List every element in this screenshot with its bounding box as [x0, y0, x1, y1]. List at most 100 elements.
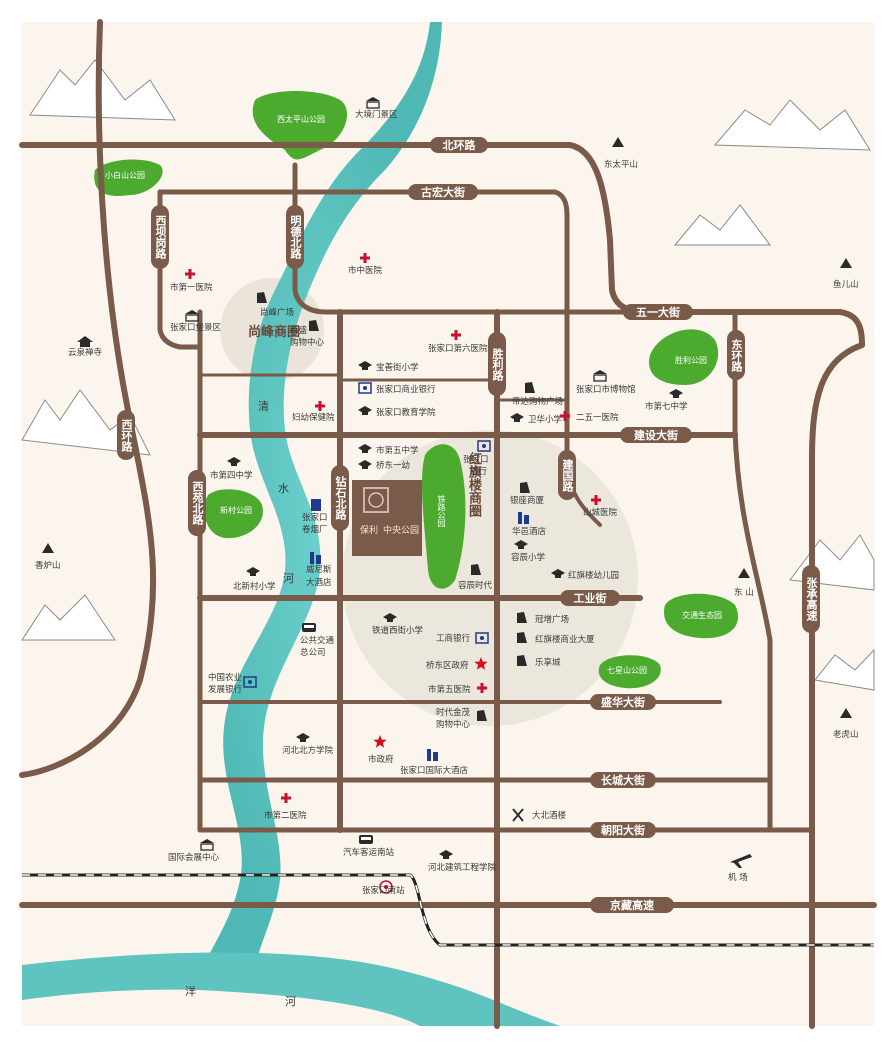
mountain-laohushan: 老虎山: [833, 729, 859, 740]
poi-label-yiyuan1: 市第一医院: [170, 282, 213, 293]
river-label-yang: 洋: [185, 984, 196, 998]
hospital-icon: [477, 683, 487, 693]
landmark-icon: [185, 310, 199, 322]
poi-label-jianzhu: 河北建筑工程学院: [428, 862, 497, 873]
poi-baoshan: 宝善街小学: [358, 361, 419, 373]
road-label-jingzang-text: 京藏高速: [610, 898, 654, 912]
poi-shidai2: 购物中心: [436, 719, 471, 730]
school-icon: [358, 444, 372, 453]
poi-weinisi2: 大酒店: [306, 577, 332, 588]
hospital-icon: [281, 793, 291, 803]
poi-label-zjkyh1: 张家口: [463, 454, 489, 465]
road-label-xiyuan: 西苑北路: [188, 470, 206, 536]
poi-dida: 帝达购物广场: [512, 382, 563, 407]
road-label-guhong: 古宏大街: [408, 184, 478, 200]
poi-tiexi: 铁道西街小学: [372, 613, 424, 636]
hotel-icon: [518, 512, 529, 524]
poi-label-shancheng: 山城医院: [583, 507, 618, 518]
road-label-xiba: 西坝岗路: [151, 205, 169, 269]
poi-label-qiaodongyiyou: 桥东一幼: [376, 460, 410, 471]
poi-label-guojidajd: 张家口国际大酒店: [400, 765, 469, 776]
school-icon: [296, 733, 310, 742]
restaurant-icon: [512, 808, 524, 822]
hospital-icon: [451, 330, 461, 340]
shopping-icon: [471, 564, 481, 575]
poi-label-weihua: 卫华小学: [528, 414, 563, 425]
road-label-mingde: 明德北路: [286, 205, 304, 269]
district-label-shangfeng: 尚峰商圈: [248, 324, 300, 340]
gov-icon: [474, 657, 488, 670]
shopping-icon: [517, 632, 527, 643]
poi-yiyuan1: 市第一医院: [170, 269, 213, 293]
poi-shangyeyh: 张家口商业银行: [358, 382, 436, 395]
poi-shancheng: 山城医院: [583, 495, 618, 518]
poi-gonggong1: 公共交通: [300, 623, 335, 646]
mountain-dongshan: 东 山: [734, 587, 754, 598]
poi-juanyan2: 卷烟厂: [302, 524, 328, 535]
poi-label-hebeibeifang: 河北北方学院: [282, 745, 334, 756]
poi-yunquan: 云泉禅寺: [68, 336, 103, 358]
road-label-jianguo: 建国路: [558, 450, 576, 500]
road-guhong: [157, 189, 570, 473]
poi-huizhan: 国际会展中心: [168, 839, 220, 863]
poi-jichang: 机 场: [728, 854, 752, 883]
poi-qiche: 汽车客运南站: [343, 835, 395, 858]
road-label-xihuan: 西环路: [117, 410, 135, 460]
poi-label-shangyeyh: 张家口商业银行: [376, 384, 436, 395]
road-label-jianshe-text: 建设大街: [634, 428, 678, 442]
poi-label-zjkyh2: 银行: [470, 466, 488, 477]
district-label-hongqilou: 红旗楼商圈: [466, 452, 481, 517]
park-label-tielu: 铁路公园: [437, 495, 446, 527]
poi-label-erwuyi: 二五一医院: [576, 412, 619, 423]
road-label-wuyi-text: 五一大街: [636, 305, 680, 319]
poi-label-qiche: 汽车客运南站: [343, 847, 395, 858]
shopping-icon: [477, 710, 487, 721]
bus-icon: [302, 623, 316, 632]
shopping-icon: [517, 655, 527, 666]
poi-zjkyh2: 银行: [470, 466, 488, 477]
poi-label-nanzhan: 张家口南站: [362, 885, 405, 896]
poi-label-dajingmen: 大境门景区: [355, 109, 398, 120]
bank-icon: [477, 440, 491, 452]
school-icon: [246, 567, 260, 576]
poi-label-tiexi: 铁道西街小学: [372, 625, 424, 636]
road-network: [19, 19, 877, 1029]
vertical-road-labels: 西坝岗路 明德北路 胜利路 东环路 建国路 西环路 西苑北路 钻石北路 张承高速: [117, 205, 820, 633]
poi-label-nongye1: 中国农业: [208, 672, 242, 683]
poi-yinzuo: 银座商厦: [510, 482, 545, 506]
poi-wuzhong: 市第五中学: [358, 444, 419, 456]
poi-label-gongshang: 工商银行: [436, 633, 471, 644]
poi-gongshang: 工商银行: [436, 632, 489, 644]
school-icon: [227, 457, 241, 466]
poi-dabei: 大北酒楼: [512, 808, 567, 822]
poi-label-zhongyi: 市中医院: [348, 265, 383, 276]
poi-label-shangfengsq: 尚峰广场: [260, 307, 294, 318]
road-label-beihuan-text: 北环路: [443, 138, 477, 152]
poi-shangfengsq: 尚峰广场: [257, 292, 294, 318]
poi-label-beicun: 北新村小学: [233, 581, 276, 592]
road-label-zuanshi: 钻石北路: [331, 465, 349, 531]
road-label-wuyi: 五一大街: [623, 304, 693, 320]
poi-label-jichang: 机 场: [728, 872, 748, 883]
project-name: 中央公园: [383, 524, 419, 536]
railway: [22, 873, 874, 947]
poi-label-weinisi1: 威尼斯: [306, 564, 332, 575]
project-marker: 保利 中央公园: [352, 480, 422, 556]
poi-label-rongyuan: 容辰小学: [511, 552, 546, 563]
poi-label-baozhao: 张家口堡景区: [170, 322, 222, 333]
poi-hongqishangye: 红旗楼商业大厦: [517, 632, 595, 645]
shopping-icon: [525, 382, 535, 393]
road-xiba: [157, 189, 203, 350]
poi-hebeibeifang: 河北北方学院: [282, 733, 334, 756]
road-donghuan: [732, 309, 773, 833]
school-icon: [510, 413, 524, 422]
school-icon: [383, 613, 397, 622]
mountain-xianglushan: 香炉山: [35, 560, 61, 571]
poi-label-gouwu: 购物中心: [290, 337, 325, 348]
park-qixingshan: [598, 655, 661, 689]
bank-icon: [358, 382, 372, 394]
poi-jiaoyu: 张家口教育学院: [358, 406, 436, 418]
landmark-icon: [366, 97, 380, 109]
poi-label-qiaodong: 桥东区政府: [426, 660, 469, 671]
park-shengli: [649, 329, 719, 385]
